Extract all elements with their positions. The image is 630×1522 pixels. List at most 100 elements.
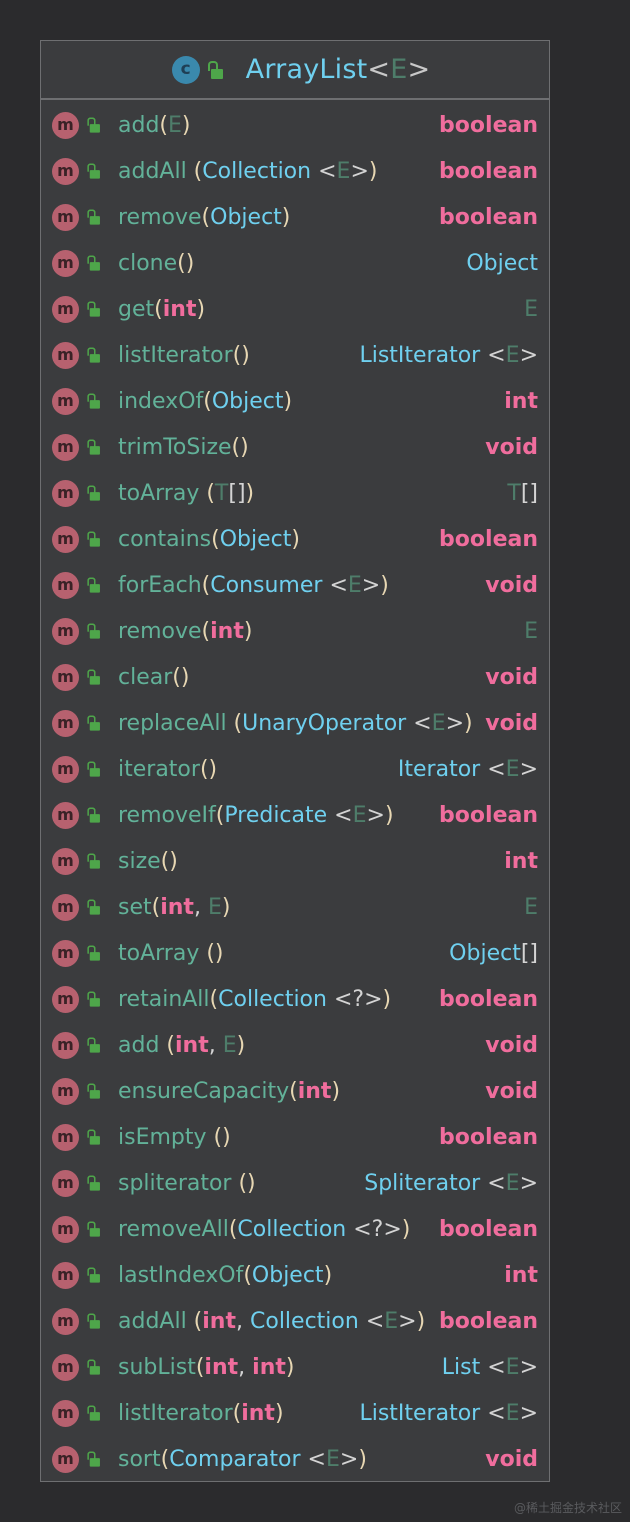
method-icon: m xyxy=(52,387,79,415)
ret-token-prim: boolean xyxy=(439,986,538,1012)
sig-token-name: removeAll xyxy=(118,1216,229,1242)
ret-token-type: Iterator xyxy=(397,756,481,782)
sig-token-paren: ( xyxy=(232,1400,242,1426)
sig-token-paren: ) xyxy=(382,986,392,1012)
public-lock-icon xyxy=(87,1451,101,1467)
return-type: Object[] xyxy=(449,941,538,966)
sig-token-paren: ( xyxy=(215,802,225,828)
sig-token-prim: int xyxy=(297,1078,332,1104)
sig-token-paren: ) xyxy=(221,894,231,920)
ret-token-type: Object xyxy=(449,940,521,966)
ret-token-generic: E xyxy=(505,342,520,368)
method-icon: m xyxy=(52,939,79,967)
method-row[interactable]: m toArray () Object[] xyxy=(41,930,549,976)
method-signature: remove(int) xyxy=(118,619,516,644)
generic-close: > xyxy=(407,54,431,85)
return-type: boolean xyxy=(439,1309,538,1334)
ret-token-type: ListIterator xyxy=(359,1400,481,1426)
method-icon: m xyxy=(52,249,79,277)
method-icon: m xyxy=(52,1215,79,1243)
method-signature: clone() xyxy=(118,251,458,276)
method-signature: trimToSize() xyxy=(118,435,477,460)
sig-token-name: retainAll xyxy=(118,986,210,1012)
public-lock-icon xyxy=(87,485,101,501)
sig-token-paren: ) xyxy=(181,112,191,138)
sig-token-punct: < xyxy=(406,710,432,736)
method-signature: remove(Object) xyxy=(118,205,431,230)
sig-token-punct: < xyxy=(322,572,348,598)
method-icon: m xyxy=(52,157,79,185)
sig-token-paren: ( xyxy=(159,1032,175,1058)
method-signature: addAll (Collection <E>) xyxy=(118,159,431,184)
method-icon: m xyxy=(52,433,79,461)
sig-token-paren: ( xyxy=(226,710,243,736)
sig-token-punct: > xyxy=(361,572,381,598)
public-lock-icon xyxy=(87,393,101,409)
sig-token-paren: () xyxy=(199,940,224,966)
sig-token-name: removeIf xyxy=(118,802,216,828)
ret-token-punct: [] xyxy=(520,940,538,966)
public-lock-icon xyxy=(87,1037,101,1053)
method-signature: addAll (int, Collection <E>) xyxy=(118,1309,431,1334)
sig-token-name: isEmpty xyxy=(118,1124,207,1150)
sig-token-prim: int xyxy=(252,1354,286,1380)
sig-token-generic: T xyxy=(214,480,229,506)
method-signature: forEach(Consumer <E>) xyxy=(118,573,477,598)
method-signature: toArray () xyxy=(118,941,441,966)
class-title: ArrayList<E> xyxy=(246,54,431,85)
method-signature: removeAll(Collection <?>) xyxy=(118,1217,431,1242)
return-type: void xyxy=(485,573,538,598)
ret-token-punct: > xyxy=(519,1400,538,1426)
sig-token-name: iterator xyxy=(118,756,200,782)
return-type: boolean xyxy=(439,113,538,138)
return-type: int xyxy=(504,1263,538,1288)
class-header[interactable]: c ArrayList<E> xyxy=(41,41,549,100)
public-lock-icon xyxy=(87,669,101,685)
public-lock-icon xyxy=(87,531,101,547)
ret-token-prim: void xyxy=(485,664,538,690)
sig-token-punct: > xyxy=(445,710,464,736)
method-icon: m xyxy=(52,1123,79,1151)
sig-token-name: sort xyxy=(118,1446,161,1472)
sig-token-paren: ( xyxy=(211,526,220,552)
public-lock-icon xyxy=(87,577,101,593)
ret-token-punct: < xyxy=(480,342,506,368)
public-lock-icon xyxy=(87,1313,101,1329)
public-lock-icon xyxy=(87,945,101,961)
ret-token-punct: < xyxy=(480,1170,506,1196)
return-type: int xyxy=(504,389,538,414)
sig-token-name: add xyxy=(118,112,160,138)
sig-token-paren: ) xyxy=(331,1078,341,1104)
sig-token-paren: ( xyxy=(228,1216,238,1242)
sig-token-paren: () xyxy=(206,1124,231,1150)
